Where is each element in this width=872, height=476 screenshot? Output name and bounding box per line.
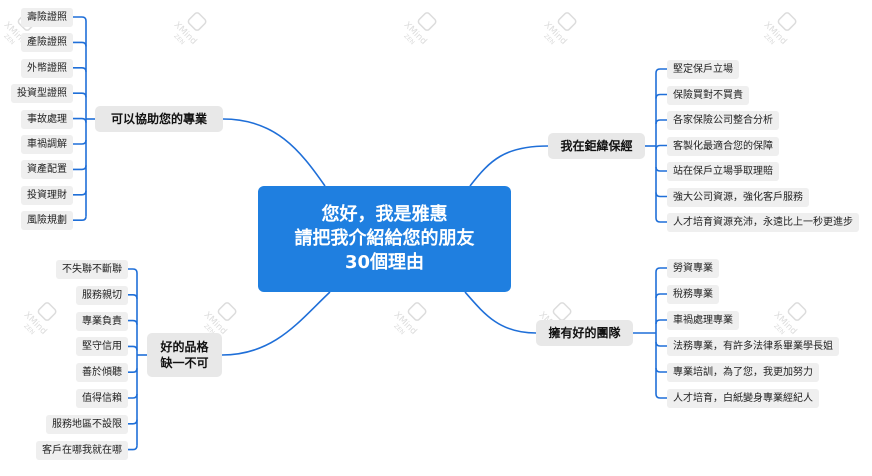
connector-line: [655, 119, 667, 125]
connector-line: [73, 165, 87, 171]
connector-line: [655, 319, 667, 325]
team-item[interactable]: 車禍處理專業: [667, 311, 739, 330]
connector-line: [655, 144, 667, 150]
connector-line: [128, 345, 138, 351]
assist-item[interactable]: 投資型證照: [11, 84, 73, 104]
assist-item[interactable]: 外幣證照: [21, 58, 73, 78]
connector-line: [655, 341, 667, 347]
connector-line: [128, 268, 138, 274]
firm-item[interactable]: 堅定保戶立場: [667, 60, 739, 79]
connector-line: [73, 117, 87, 123]
firm-item[interactable]: 強大公司資源，強化客戶服務: [667, 187, 809, 207]
connector-line: [655, 166, 667, 172]
connector-line: [73, 41, 87, 47]
firm-item[interactable]: 客製化最適合您的保障: [667, 136, 779, 156]
central-topic-line: 30個理由: [344, 252, 425, 273]
connector-line: [128, 445, 138, 451]
connector-line: [655, 267, 667, 273]
connector-line: [128, 294, 138, 299]
connector-line: [655, 192, 667, 198]
main-connector: [464, 291, 537, 334]
branch-character-line: 缺一不可: [160, 356, 209, 370]
team-item[interactable]: 稅務專業: [667, 285, 719, 304]
character-item[interactable]: 客戶在哪我就在哪: [36, 440, 128, 460]
connector-line: [655, 293, 667, 299]
central-topic[interactable]: 您好，我是雅惠 請把我介紹給您的朋友 30個理由: [258, 186, 511, 292]
connector-line: [655, 367, 667, 373]
firm-item[interactable]: 站在保戶立場爭取理賠: [667, 162, 779, 181]
connector-line: [128, 419, 138, 425]
connector-line: [73, 216, 87, 221]
character-item[interactable]: 服務親切: [76, 285, 128, 305]
branch-assist[interactable]: 可以協助您的專業: [95, 106, 223, 132]
character-item[interactable]: 服務地區不設限: [46, 414, 128, 434]
assist-item[interactable]: 壽險證照: [21, 8, 73, 27]
assist-item[interactable]: 投資理財: [21, 185, 73, 205]
firm-item[interactable]: 保險買對不買貴: [667, 85, 749, 105]
firm-item[interactable]: 人才培育資源充沛，永遠比上一秒更進步: [667, 213, 859, 232]
assist-item[interactable]: 產險證照: [21, 33, 73, 53]
branch-team[interactable]: 擁有好的團隊: [536, 320, 633, 346]
connector-line: [128, 393, 138, 399]
connector-line: [655, 217, 667, 223]
character-item[interactable]: 堅守信用: [76, 337, 128, 357]
connector-line: [655, 68, 667, 74]
assist-item[interactable]: 事故處理: [21, 109, 73, 129]
connector-line: [73, 67, 87, 72]
character-item[interactable]: 專業負責: [76, 311, 128, 331]
main-connector: [222, 118, 326, 187]
connector-line: [128, 368, 138, 373]
connector-line: [655, 393, 667, 399]
central-topic-line: 您好，我是雅惠: [321, 204, 448, 225]
team-item[interactable]: 人才培育，白紙變身專業經紀人: [667, 389, 819, 408]
assist-item[interactable]: 車禍調解: [21, 135, 73, 154]
firm-item[interactable]: 各家保險公司整合分析: [667, 111, 779, 130]
team-item[interactable]: 勞資專業: [667, 259, 719, 278]
connector-line: [655, 93, 667, 99]
team-item[interactable]: 法務專業，有許多法律系畢業學長姐: [667, 337, 839, 356]
branch-firm[interactable]: 我在鉅緯保經: [548, 133, 645, 159]
character-item[interactable]: 值得信賴: [76, 389, 128, 408]
character-item[interactable]: 善於傾聽: [76, 363, 128, 383]
main-connector: [469, 145, 549, 187]
team-item[interactable]: 專業培訓，為了您，我更加努力: [667, 363, 819, 382]
branch-character[interactable]: 好的品格 缺一不可: [147, 333, 222, 377]
connector-line: [73, 139, 87, 145]
connector-line: [73, 16, 87, 22]
assist-item[interactable]: 風險規劃: [21, 211, 73, 231]
branch-character-line: 好的品格: [160, 340, 209, 354]
main-connector: [221, 291, 331, 356]
connector-line: [128, 319, 138, 325]
connector-line: [73, 92, 87, 98]
central-topic-line: 請把我介紹給您的朋友: [294, 228, 475, 249]
character-item[interactable]: 不失聯不斷聯: [56, 260, 128, 279]
assist-item[interactable]: 資產配置: [21, 160, 73, 180]
connector-line: [73, 190, 87, 196]
